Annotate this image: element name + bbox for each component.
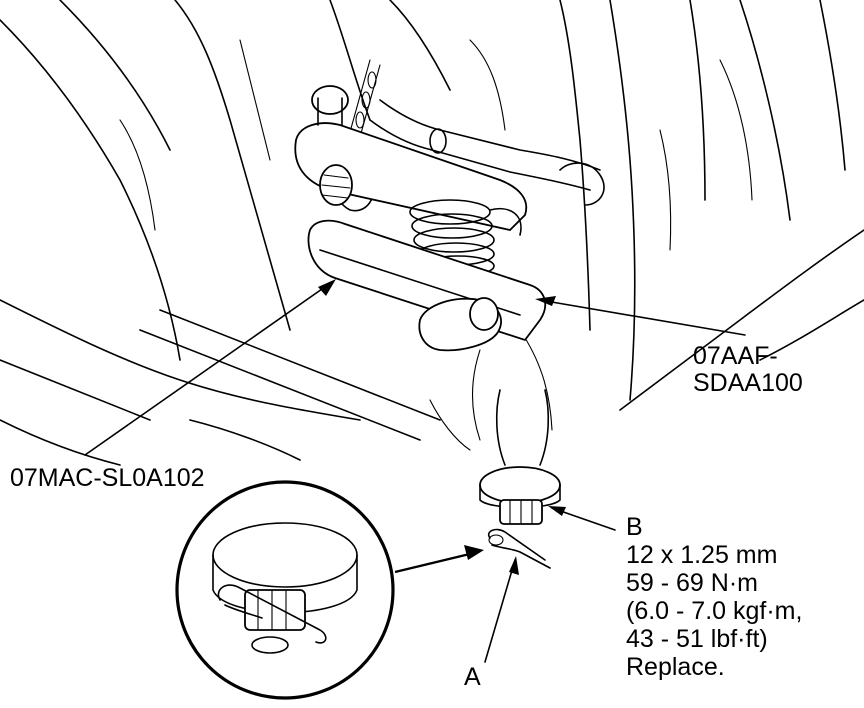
spec-torque-nm: 59 - 69 N·m [626,569,758,597]
item-label-a: A [464,663,481,691]
leader-lines [84,279,746,663]
inset-detail [175,480,395,700]
tool-label-lower: 07MAC-SL0A102 [10,464,205,492]
upper-arm [294,85,528,231]
tool-bar-lower [307,219,547,352]
item-label-b: B [626,513,643,541]
spec-torque-lbf: 43 - 51 lbf·ft) [626,625,768,653]
background-structure [0,0,864,466]
spec-thread: 12 x 1.25 mm [626,541,778,569]
ball-joint [479,389,561,525]
cotter-pin [487,528,551,569]
spec-torque-kgf: (6.0 - 7.0 kgf·m, [626,597,803,625]
tool-label-upper-line1: 07AAF- [693,342,778,370]
spec-note: Replace. [626,653,725,681]
tool-label-upper-line2: SDAA100 [693,369,803,397]
hose [369,99,605,206]
